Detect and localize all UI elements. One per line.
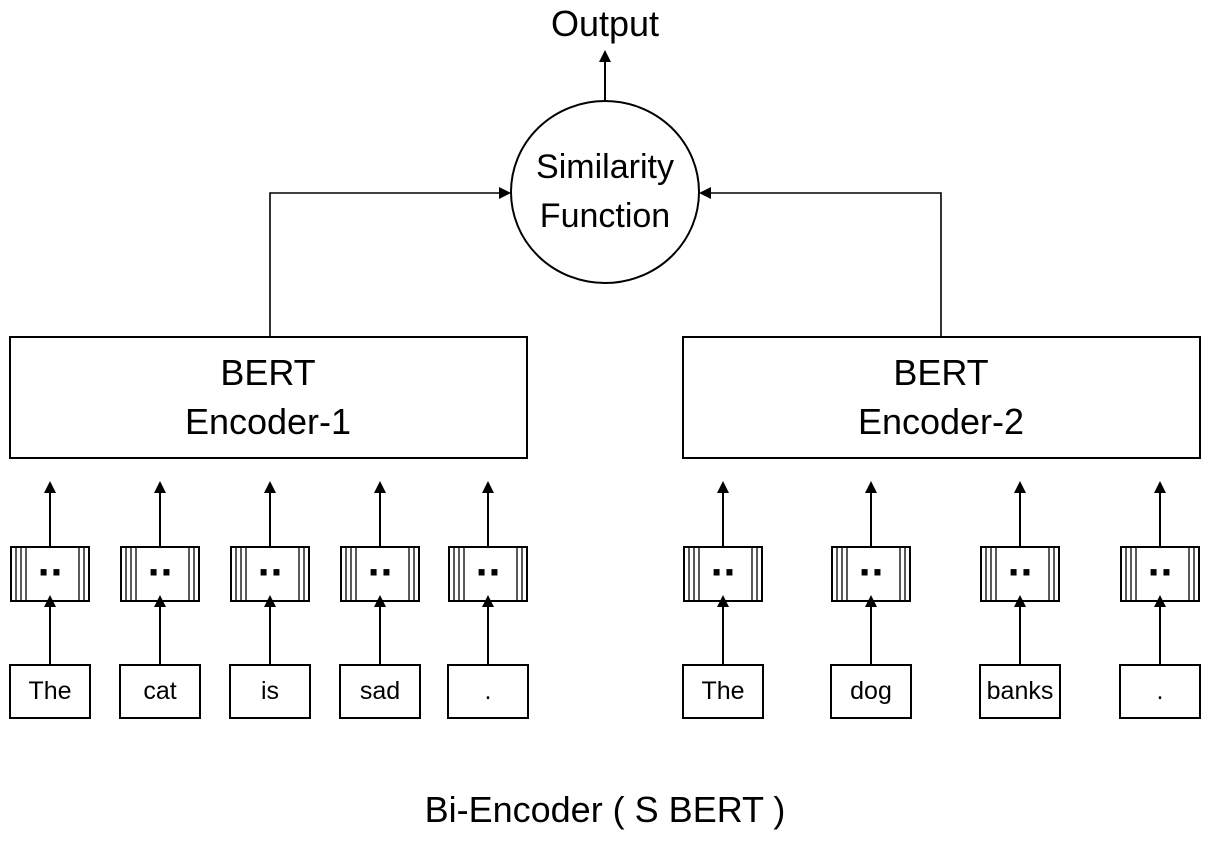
encoder-1-to-similarity-connector <box>269 187 511 336</box>
token-box <box>229 664 311 719</box>
token-label: . <box>484 677 492 705</box>
token-column: ·· <box>9 481 91 719</box>
diagram-caption: Bi-Encoder ( S BERT ) <box>424 789 786 830</box>
token-box <box>1119 664 1201 719</box>
token-column: ·· <box>447 481 529 719</box>
bert-encoder-1-box <box>9 336 528 459</box>
token-label: The <box>701 677 745 705</box>
embedding-dots: ·· <box>37 553 63 593</box>
token-column: ·· <box>682 481 764 719</box>
embedding-dots: ·· <box>858 553 884 593</box>
embedding-dots: ·· <box>475 553 501 593</box>
token-label: is <box>260 677 280 705</box>
embedding-dots: ·· <box>147 553 173 593</box>
token-label: dog <box>850 677 892 705</box>
embedding-vector <box>831 546 911 602</box>
bert-encoder-2-box <box>682 336 1201 459</box>
token-box <box>447 664 529 719</box>
token-column: ·· <box>119 481 201 719</box>
token-label: The <box>28 677 72 705</box>
token-box <box>119 664 201 719</box>
encoder-1-title: BERT <box>220 352 316 393</box>
embedding-vector <box>230 546 310 602</box>
token-label: banks <box>986 677 1054 705</box>
embedding-vector <box>10 546 90 602</box>
token-box <box>830 664 912 719</box>
embedding-vector <box>340 546 420 602</box>
output-label: Output <box>550 3 660 44</box>
embedding-vector <box>980 546 1060 602</box>
token-column: ·· <box>979 481 1061 719</box>
embedding-dots: ·· <box>257 553 283 593</box>
similarity-label-line-2: Function <box>539 197 671 235</box>
token-label: . <box>1156 677 1164 705</box>
similarity-function-node <box>510 100 700 284</box>
token-box <box>979 664 1061 719</box>
embedding-dots: ·· <box>1007 553 1033 593</box>
token-column: ·· <box>339 481 421 719</box>
encoder-2-to-similarity-connector <box>699 187 942 336</box>
token-label: sad <box>359 677 401 705</box>
encoder-1-name: Encoder-1 <box>184 401 352 442</box>
encoder-2-title: BERT <box>893 352 989 393</box>
embedding-vector <box>120 546 200 602</box>
encoder-2-name: Encoder-2 <box>857 401 1025 442</box>
token-column: ·· <box>229 481 311 719</box>
token-box <box>9 664 91 719</box>
token-column: ·· <box>1119 481 1201 719</box>
token-column: ·· <box>830 481 912 719</box>
embedding-dots: ·· <box>1147 553 1173 593</box>
embedding-vector <box>448 546 528 602</box>
token-columns: ·· ·· ·· ·· ·· ·· ·· ·· ·· <box>9 481 1201 719</box>
similarity-label-line-1: Similarity <box>536 148 674 186</box>
embedding-dots: ·· <box>367 553 393 593</box>
embedding-dots: ·· <box>710 553 736 593</box>
embedding-vector <box>683 546 763 602</box>
token-box <box>682 664 764 719</box>
token-box <box>339 664 421 719</box>
token-label: cat <box>143 677 177 705</box>
